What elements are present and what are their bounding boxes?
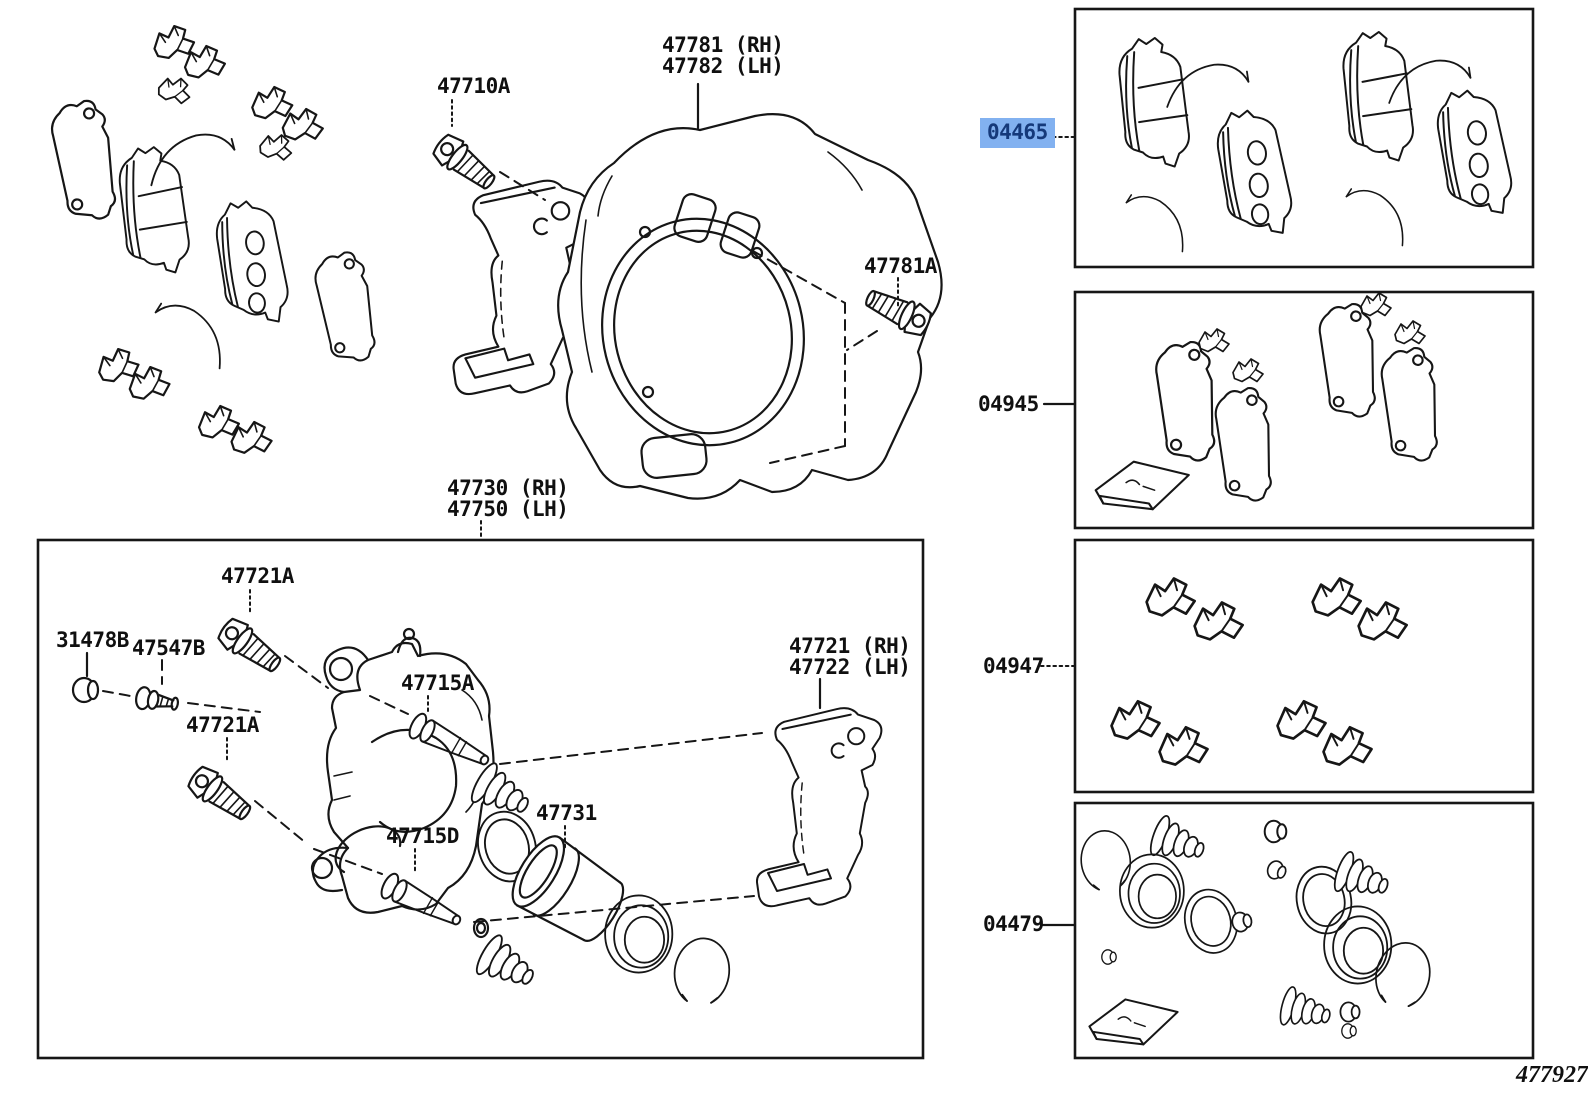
bolt-47710A bbox=[428, 129, 503, 198]
kit-label-04945[interactable]: 04945 bbox=[978, 392, 1039, 416]
callout-47730-47750[interactable]: 47730 (RH)47750 (LH) bbox=[447, 476, 569, 521]
callout-47547B[interactable]: 47547B bbox=[132, 636, 205, 660]
bolt-47721A-upper bbox=[213, 613, 288, 681]
caliper-mounting-bracket-47721 bbox=[755, 707, 883, 908]
kit-label-04479[interactable]: 04479 bbox=[983, 912, 1044, 936]
bleeder-47547B bbox=[133, 685, 181, 717]
callout-47721A-upper[interactable]: 47721A bbox=[221, 564, 294, 588]
callout-31478B[interactable]: 31478B bbox=[56, 628, 129, 652]
assembly-dash-47710A bbox=[499, 171, 546, 201]
kit-box-04945 bbox=[1073, 290, 1535, 530]
plug-31478B bbox=[71, 676, 100, 704]
kit-label-04947[interactable]: 04947 bbox=[983, 654, 1044, 678]
kit-label-04465-highlighted[interactable]: 04465 bbox=[980, 118, 1055, 148]
pin-boot-lower bbox=[471, 931, 544, 1000]
bolt-47721A-lower bbox=[183, 761, 258, 829]
kit-box-04465 bbox=[1073, 7, 1535, 269]
callout-47721-47722[interactable]: 47721 (RH)47722 (LH) bbox=[789, 634, 911, 679]
set-ring bbox=[669, 933, 735, 1008]
caliper-assembly-box bbox=[36, 538, 925, 1060]
piston-boot bbox=[604, 894, 674, 974]
callout-47781-47782[interactable]: 47781 (RH)47782 (LH) bbox=[662, 33, 784, 78]
kit-box-04479 bbox=[1073, 801, 1535, 1060]
figure-number: 477927 bbox=[1516, 1062, 1588, 1088]
kit-04465-content bbox=[1116, 29, 1517, 253]
kit-04479-content bbox=[1077, 812, 1438, 1046]
callout-47731[interactable]: 47731 bbox=[536, 801, 597, 825]
callout-47710A[interactable]: 47710A bbox=[437, 74, 510, 98]
pad-and-shim-cluster bbox=[47, 21, 381, 455]
kit-04945-content bbox=[1094, 292, 1442, 511]
callout-47715D[interactable]: 47715D bbox=[386, 824, 459, 848]
callout-47715A[interactable]: 47715A bbox=[401, 671, 474, 695]
kit-04947-content bbox=[1107, 575, 1409, 768]
pin-bushing bbox=[472, 917, 490, 939]
assembly-dashes-lower-box bbox=[102, 655, 763, 923]
callout-47721A-lower[interactable]: 47721A bbox=[186, 713, 259, 737]
dust-shield bbox=[557, 113, 943, 500]
leader-lines bbox=[85, 82, 1077, 927]
callout-47781A[interactable]: 47781A bbox=[864, 254, 937, 278]
piston-47731 bbox=[511, 835, 625, 942]
assembly-dashes-47781A bbox=[752, 250, 878, 464]
kit-box-04947 bbox=[1073, 538, 1535, 794]
